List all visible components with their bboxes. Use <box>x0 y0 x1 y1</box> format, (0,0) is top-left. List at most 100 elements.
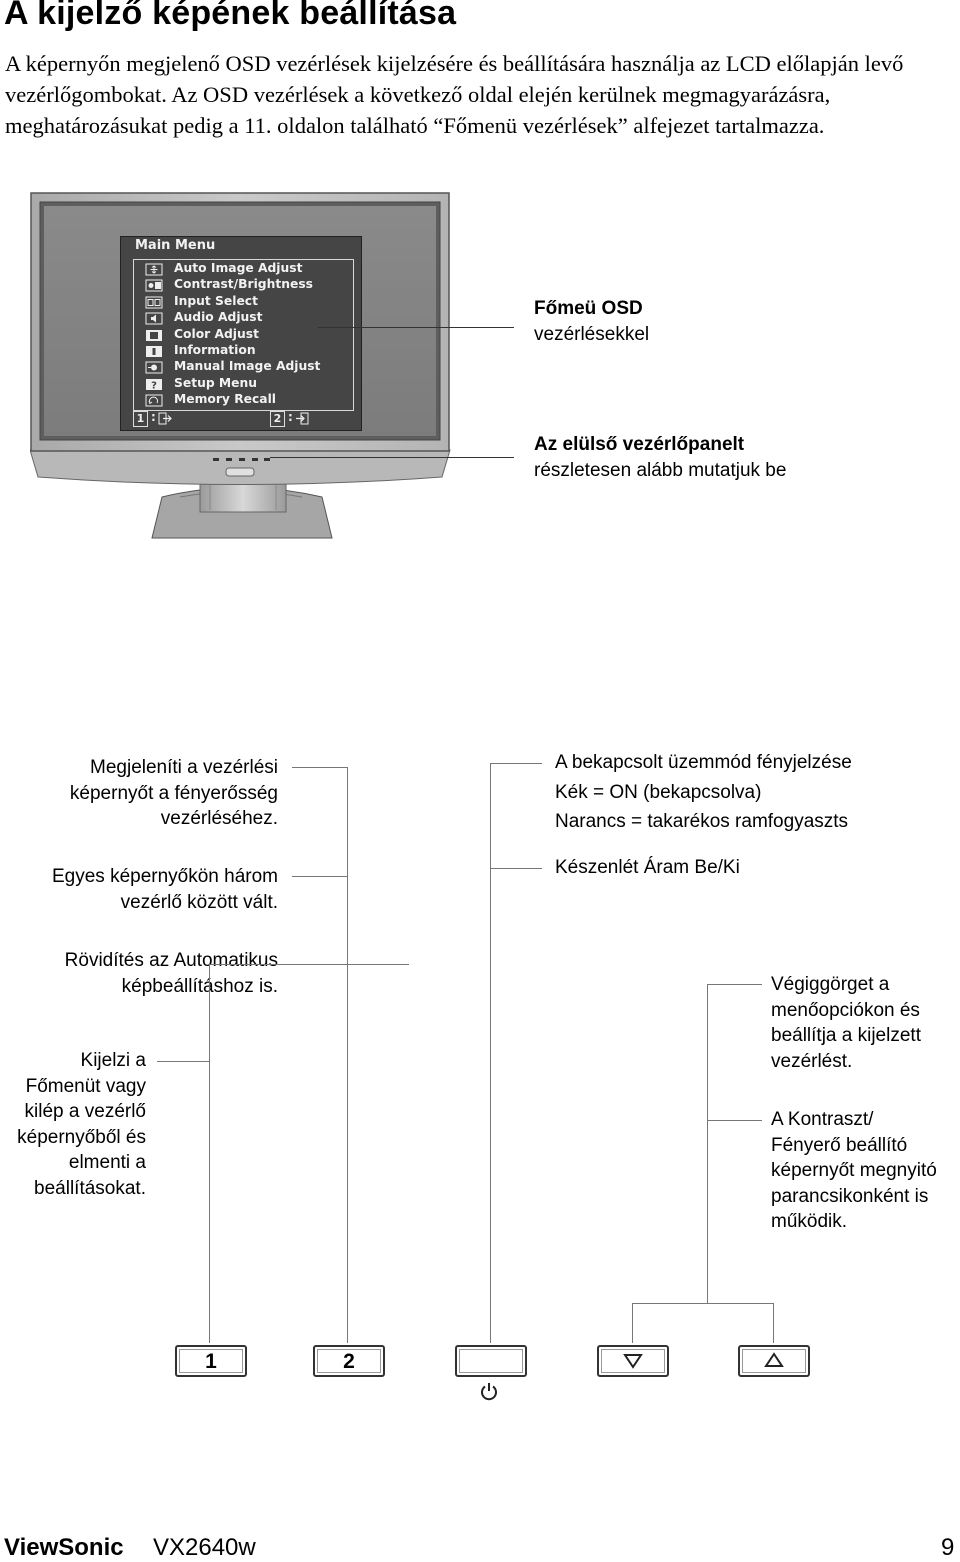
osd-menu-item[interactable]: Information <box>134 343 353 360</box>
leader-shortcut-h2 <box>292 964 409 965</box>
color-icon <box>146 329 162 341</box>
footer-page-number: 9 <box>941 1534 955 1561</box>
shortcut-callout: Rövidítés az Automatikus képbeállításhoz… <box>0 948 278 999</box>
leader-shortcut-join <box>209 964 292 965</box>
scroll-callout: Végiggörget a menőopciókon és beállítja … <box>771 972 921 1074</box>
osd-menu-item-label: Information <box>174 343 256 357</box>
switch-callout-line2: vezérlő között vált. <box>120 891 278 913</box>
scroll-callout-line4: vezérlést. <box>771 1050 853 1072</box>
leader-line-front-panel <box>270 457 514 458</box>
manual-image-icon <box>145 361 163 374</box>
main-menu-reference: “Főmenü vezérlések” <box>433 113 628 138</box>
up-arrow-icon <box>764 1352 784 1367</box>
osd-menu-item[interactable]: Memory Recall <box>134 392 353 409</box>
audio-icon <box>145 312 163 325</box>
leader-up-v <box>773 1303 774 1343</box>
switch-callout-line1: Egyes képernyőkön három <box>51 866 278 887</box>
brightness-callout: Megjeleníti a vezérlési képernyőt a fény… <box>0 755 278 832</box>
main-menu-callout-line6: beállításokat. <box>34 1177 146 1199</box>
leader-btn2-v <box>347 767 348 1343</box>
leader-power-v <box>490 763 491 1343</box>
osd-callout-line1: Főmeü OSD <box>534 298 643 319</box>
intro-text-1: A képernyőn megjelenő OSD vezérlések kij… <box>5 51 904 138</box>
down-button[interactable] <box>597 1345 669 1377</box>
osd-menu-item-label: Color Adjust <box>174 326 259 341</box>
button-2-label: 2 <box>343 1350 355 1373</box>
osd-callout-line2: vezérlésekkel <box>534 323 650 345</box>
main-menu-callout-line1: Kijelzi a <box>80 1050 146 1071</box>
power-icon <box>481 1383 497 1401</box>
main-menu-callout-line3: kilép a vezérlő <box>24 1101 146 1122</box>
auto-image-icon <box>145 263 163 276</box>
switch-callout: Egyes képernyőkön három vezérlő között v… <box>0 864 278 915</box>
contrast-callout: A Kontraszt/ Fényerő beállító képernyőt … <box>771 1107 937 1235</box>
contrast-callout-line5: működik. <box>771 1211 848 1232</box>
front-panel-callout-line2: részletesen alább mutatjuk be <box>534 459 787 481</box>
osd-menu-item-label: Input Select <box>174 293 258 308</box>
contrast-callout-line1: A Kontraszt/ <box>771 1109 874 1130</box>
brightness-callout-line1: Megjeleníti a vezérlési <box>90 757 278 778</box>
osd-key-2: 2 <box>270 411 285 427</box>
info-icon <box>146 346 162 357</box>
osd-key-1: 1 <box>133 411 148 427</box>
osd-key-1-sep: : <box>151 410 156 424</box>
setup-icon: ? <box>146 378 162 391</box>
leader-switch-h <box>292 876 347 877</box>
osd-menu-item[interactable]: Color Adjust <box>134 326 353 344</box>
osd-menu-item-label: Manual Image Adjust <box>174 359 321 374</box>
osd-menu-item[interactable]: ? Setup Menu <box>134 375 353 393</box>
footer-brand: ViewSonic <box>4 1534 124 1561</box>
osd-menu-item-label: Setup Menu <box>174 375 257 390</box>
osd-menu-item[interactable]: Audio Adjust <box>134 310 353 327</box>
button-2[interactable]: 2 <box>313 1345 385 1377</box>
intro-text-2: alfejezet tartalmazza. <box>627 113 825 138</box>
front-panel-callout: Az elülső vezérlőpanelt részletesen aláb… <box>534 432 786 483</box>
osd-menu-item-label: Audio Adjust <box>174 310 263 325</box>
osd-menu-item-label: Contrast/Brightness <box>174 277 313 292</box>
shortcut-callout-line1: Rövidítés az Automatikus <box>64 950 278 971</box>
footer-model: VX2640w <box>153 1534 256 1561</box>
scroll-callout-line2: menőopciókon és <box>771 999 920 1021</box>
contrast-callout-line3: képernyőt megnyitó <box>771 1160 937 1181</box>
leader-scroll-join <box>632 1303 707 1304</box>
contrast-callout-line2: Fényerő beállító <box>771 1134 908 1156</box>
up-button[interactable] <box>738 1345 810 1377</box>
leader-scroll-v <box>707 984 708 1304</box>
osd-menu-item[interactable]: Auto Image Adjust <box>134 261 353 278</box>
osd-menu-item[interactable]: Contrast/Brightness <box>134 277 353 294</box>
power-led-callout: A bekapcsolt üzemmód fényjelzése Kék = O… <box>555 748 852 837</box>
scroll-callout-line3: beállítja a kijelzett <box>771 1025 921 1046</box>
osd-footer: 1 : 2 : <box>133 410 355 427</box>
brightness-callout-line3: vezérléséhez. <box>160 808 278 829</box>
main-menu-callout-line5: elmenti a <box>68 1152 146 1173</box>
osd-menu-item[interactable]: Input Select <box>134 293 353 311</box>
standby-callout: Készenlét Áram Be/Ki <box>555 857 740 878</box>
leader-btn1-v <box>209 964 210 1343</box>
leader-main-menu-h <box>157 1061 209 1062</box>
power-button[interactable] <box>455 1345 527 1377</box>
osd-title: Main Menu <box>135 238 216 253</box>
leader-line-osd <box>318 327 514 328</box>
osd-menu-item[interactable]: Manual Image Adjust <box>134 359 353 376</box>
leader-contrast-h <box>707 1120 762 1121</box>
enter-icon <box>296 412 309 425</box>
intro-paragraph: A képernyőn megjelenő OSD vezérlések kij… <box>5 48 960 141</box>
contrast-icon <box>145 279 163 292</box>
power-led-callout-line1: A bekapcsolt üzemmód fényjelzése <box>555 752 852 773</box>
exit-icon <box>158 412 172 425</box>
brightness-callout-line2: képernyőt a fényerősség <box>69 782 278 804</box>
leader-down-v <box>632 1303 633 1343</box>
leader-standby-h <box>490 868 542 869</box>
shortcut-callout-line2: képbeállításhoz is. <box>121 975 278 997</box>
power-led-callout-line3: Narancs = takarékos ramfogyaszts <box>555 811 849 832</box>
button-1[interactable]: 1 <box>175 1345 247 1377</box>
input-select-icon <box>145 296 163 309</box>
power-led-callout-line2: Kék = ON (bekapcsolva) <box>555 781 762 803</box>
leader-up-join <box>707 1303 773 1304</box>
osd-menu-item-label: Auto Image Adjust <box>174 261 303 275</box>
memory-recall-icon <box>145 394 163 407</box>
leader-scroll-h <box>707 984 762 985</box>
main-menu-callout-line4: képernyőből és <box>17 1126 146 1148</box>
main-menu-callout: Kijelzi a Főmenüt vagy kilép a vezérlő k… <box>0 1048 146 1201</box>
